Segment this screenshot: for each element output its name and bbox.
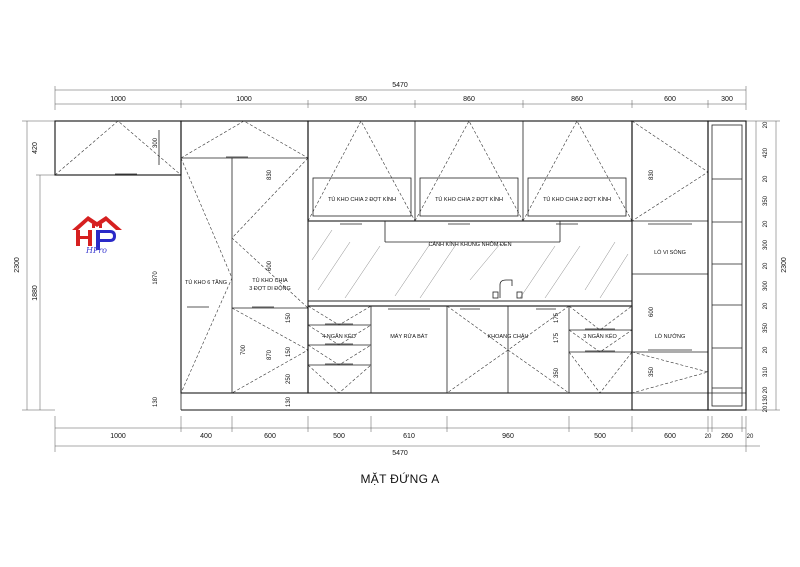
label-4-ngan-keo: 4 NGĂN KÉO	[322, 333, 356, 340]
dim-350-right: 350	[649, 366, 655, 377]
cabinet-structure	[54, 120, 747, 411]
bottom-dim-3: 600	[264, 433, 276, 440]
internal-dimensions: 300 1870 130 830 600 700 130 150 150 870…	[153, 137, 655, 407]
top-dim-5: 860	[571, 96, 583, 103]
label-tu-kho-chia-1: TỦ KHO CHIA	[252, 277, 288, 284]
right-dim-6: 300	[763, 239, 769, 250]
top-total-dim: 5470	[392, 82, 408, 89]
bottom-total-dim: 5470	[392, 450, 408, 457]
label-lo-vi-song: LÒ VI SÓNG	[654, 249, 686, 256]
dim-175-a: 175	[554, 332, 560, 343]
dim-130-mid: 130	[286, 396, 292, 407]
right-dim-13: 20	[763, 386, 769, 393]
right-dim-5: 20	[763, 220, 769, 227]
dim-150-a: 150	[286, 312, 292, 323]
top-dim-4: 860	[463, 96, 475, 103]
dim-870: 870	[267, 349, 273, 360]
top-dim-2: 1000	[236, 96, 252, 103]
top-dim-7: 300	[721, 96, 733, 103]
label-glass-2: TỦ KHO CHIA 2 ĐỢT KÍNH	[435, 196, 503, 203]
right-dim-8: 300	[763, 280, 769, 291]
dim-300: 300	[153, 137, 159, 148]
right-dim-4: 350	[763, 195, 769, 206]
bottom-dim-2: 400	[200, 433, 212, 440]
label-backsplash: CÁNH KÍNH KHUNG NHÔM ĐEN	[428, 241, 511, 248]
right-dim-14: 130	[763, 394, 769, 405]
logo-text: HPro	[86, 246, 107, 255]
top-dim-3: 850	[355, 96, 367, 103]
dim-350-base: 350	[554, 367, 560, 378]
faucet-icon	[492, 279, 523, 299]
top-dim-1: 1000	[110, 96, 126, 103]
dim-600-mid: 600	[267, 260, 273, 271]
dim-130-left: 130	[153, 396, 159, 407]
dim-1870: 1870	[153, 271, 159, 285]
right-dimensions: 2300 20 420 20 350 20 300 20 300 20 350 …	[746, 120, 788, 412]
cabinet-labels: TỦ KHO 6 TẦNG TỦ KHO CHIA 3 ĐỢT DI ĐỘNG …	[185, 196, 686, 340]
left-dimensions: 2300 1880 420	[14, 120, 55, 411]
dim-175-b: 175	[554, 312, 560, 323]
dim-150-b: 150	[286, 346, 292, 357]
hpro-logo	[72, 216, 122, 250]
bottom-dim-6: 960	[502, 433, 514, 440]
bottom-dim-7: 500	[594, 433, 606, 440]
bottom-dim-11: 20	[747, 434, 754, 440]
right-dim-9: 20	[763, 302, 769, 309]
bottom-dim-4: 500	[333, 433, 345, 440]
label-3-ngan-keo: 3 NGĂN KÉO	[583, 333, 617, 340]
top-dim-6: 600	[664, 96, 676, 103]
label-tu-kho-6-tang: TỦ KHO 6 TẦNG	[185, 279, 227, 286]
dim-830-mid: 830	[267, 169, 273, 180]
bottom-dim-1: 1000	[110, 433, 126, 440]
left-inner-dim: 1880	[32, 285, 39, 301]
dim-700: 700	[241, 344, 247, 355]
bottom-dimensions: 1000 400 600 500 610 960 500 600 20 260 …	[54, 416, 760, 457]
label-lo-nuong: LÒ NƯỚNG	[655, 333, 686, 340]
right-dim-15: 20	[763, 405, 769, 412]
drawing-title: MẶT ĐỨNG A	[360, 472, 440, 486]
right-dim-10: 350	[763, 322, 769, 333]
bottom-dim-9: 20	[705, 434, 712, 440]
right-dim-1: 20	[763, 121, 769, 128]
bottom-dim-10: 260	[721, 433, 733, 440]
top-dimensions: 5470 1000 1000 850 860 860 600 300	[54, 82, 747, 110]
right-outer-dim: 2300	[781, 257, 788, 273]
right-dim-2: 420	[763, 147, 769, 158]
dim-250: 250	[286, 373, 292, 384]
label-tu-kho-chia-2: 3 ĐỢT DI ĐỘNG	[249, 285, 291, 292]
right-dim-12: 310	[763, 366, 769, 377]
label-glass-3: TỦ KHO CHIA 2 ĐỢT KÍNH	[543, 196, 611, 203]
glass-hatching	[311, 229, 629, 299]
left-outer-dim: 2300	[14, 257, 21, 273]
bottom-dim-5: 610	[403, 433, 415, 440]
dim-830-right: 830	[649, 169, 655, 180]
left-top-dim: 420	[32, 142, 39, 154]
dim-600-right: 600	[649, 306, 655, 317]
label-glass-1: TỦ KHO CHIA 2 ĐỢT KÍNH	[328, 196, 396, 203]
right-dim-7: 20	[763, 262, 769, 269]
right-dim-3: 20	[763, 175, 769, 182]
label-may-rua-bat: MÁY RỬA BÁT	[390, 333, 428, 340]
right-dim-11: 20	[763, 346, 769, 353]
bottom-dim-8: 600	[664, 433, 676, 440]
label-khoang-chau: KHOANG CHẬU	[488, 333, 529, 340]
